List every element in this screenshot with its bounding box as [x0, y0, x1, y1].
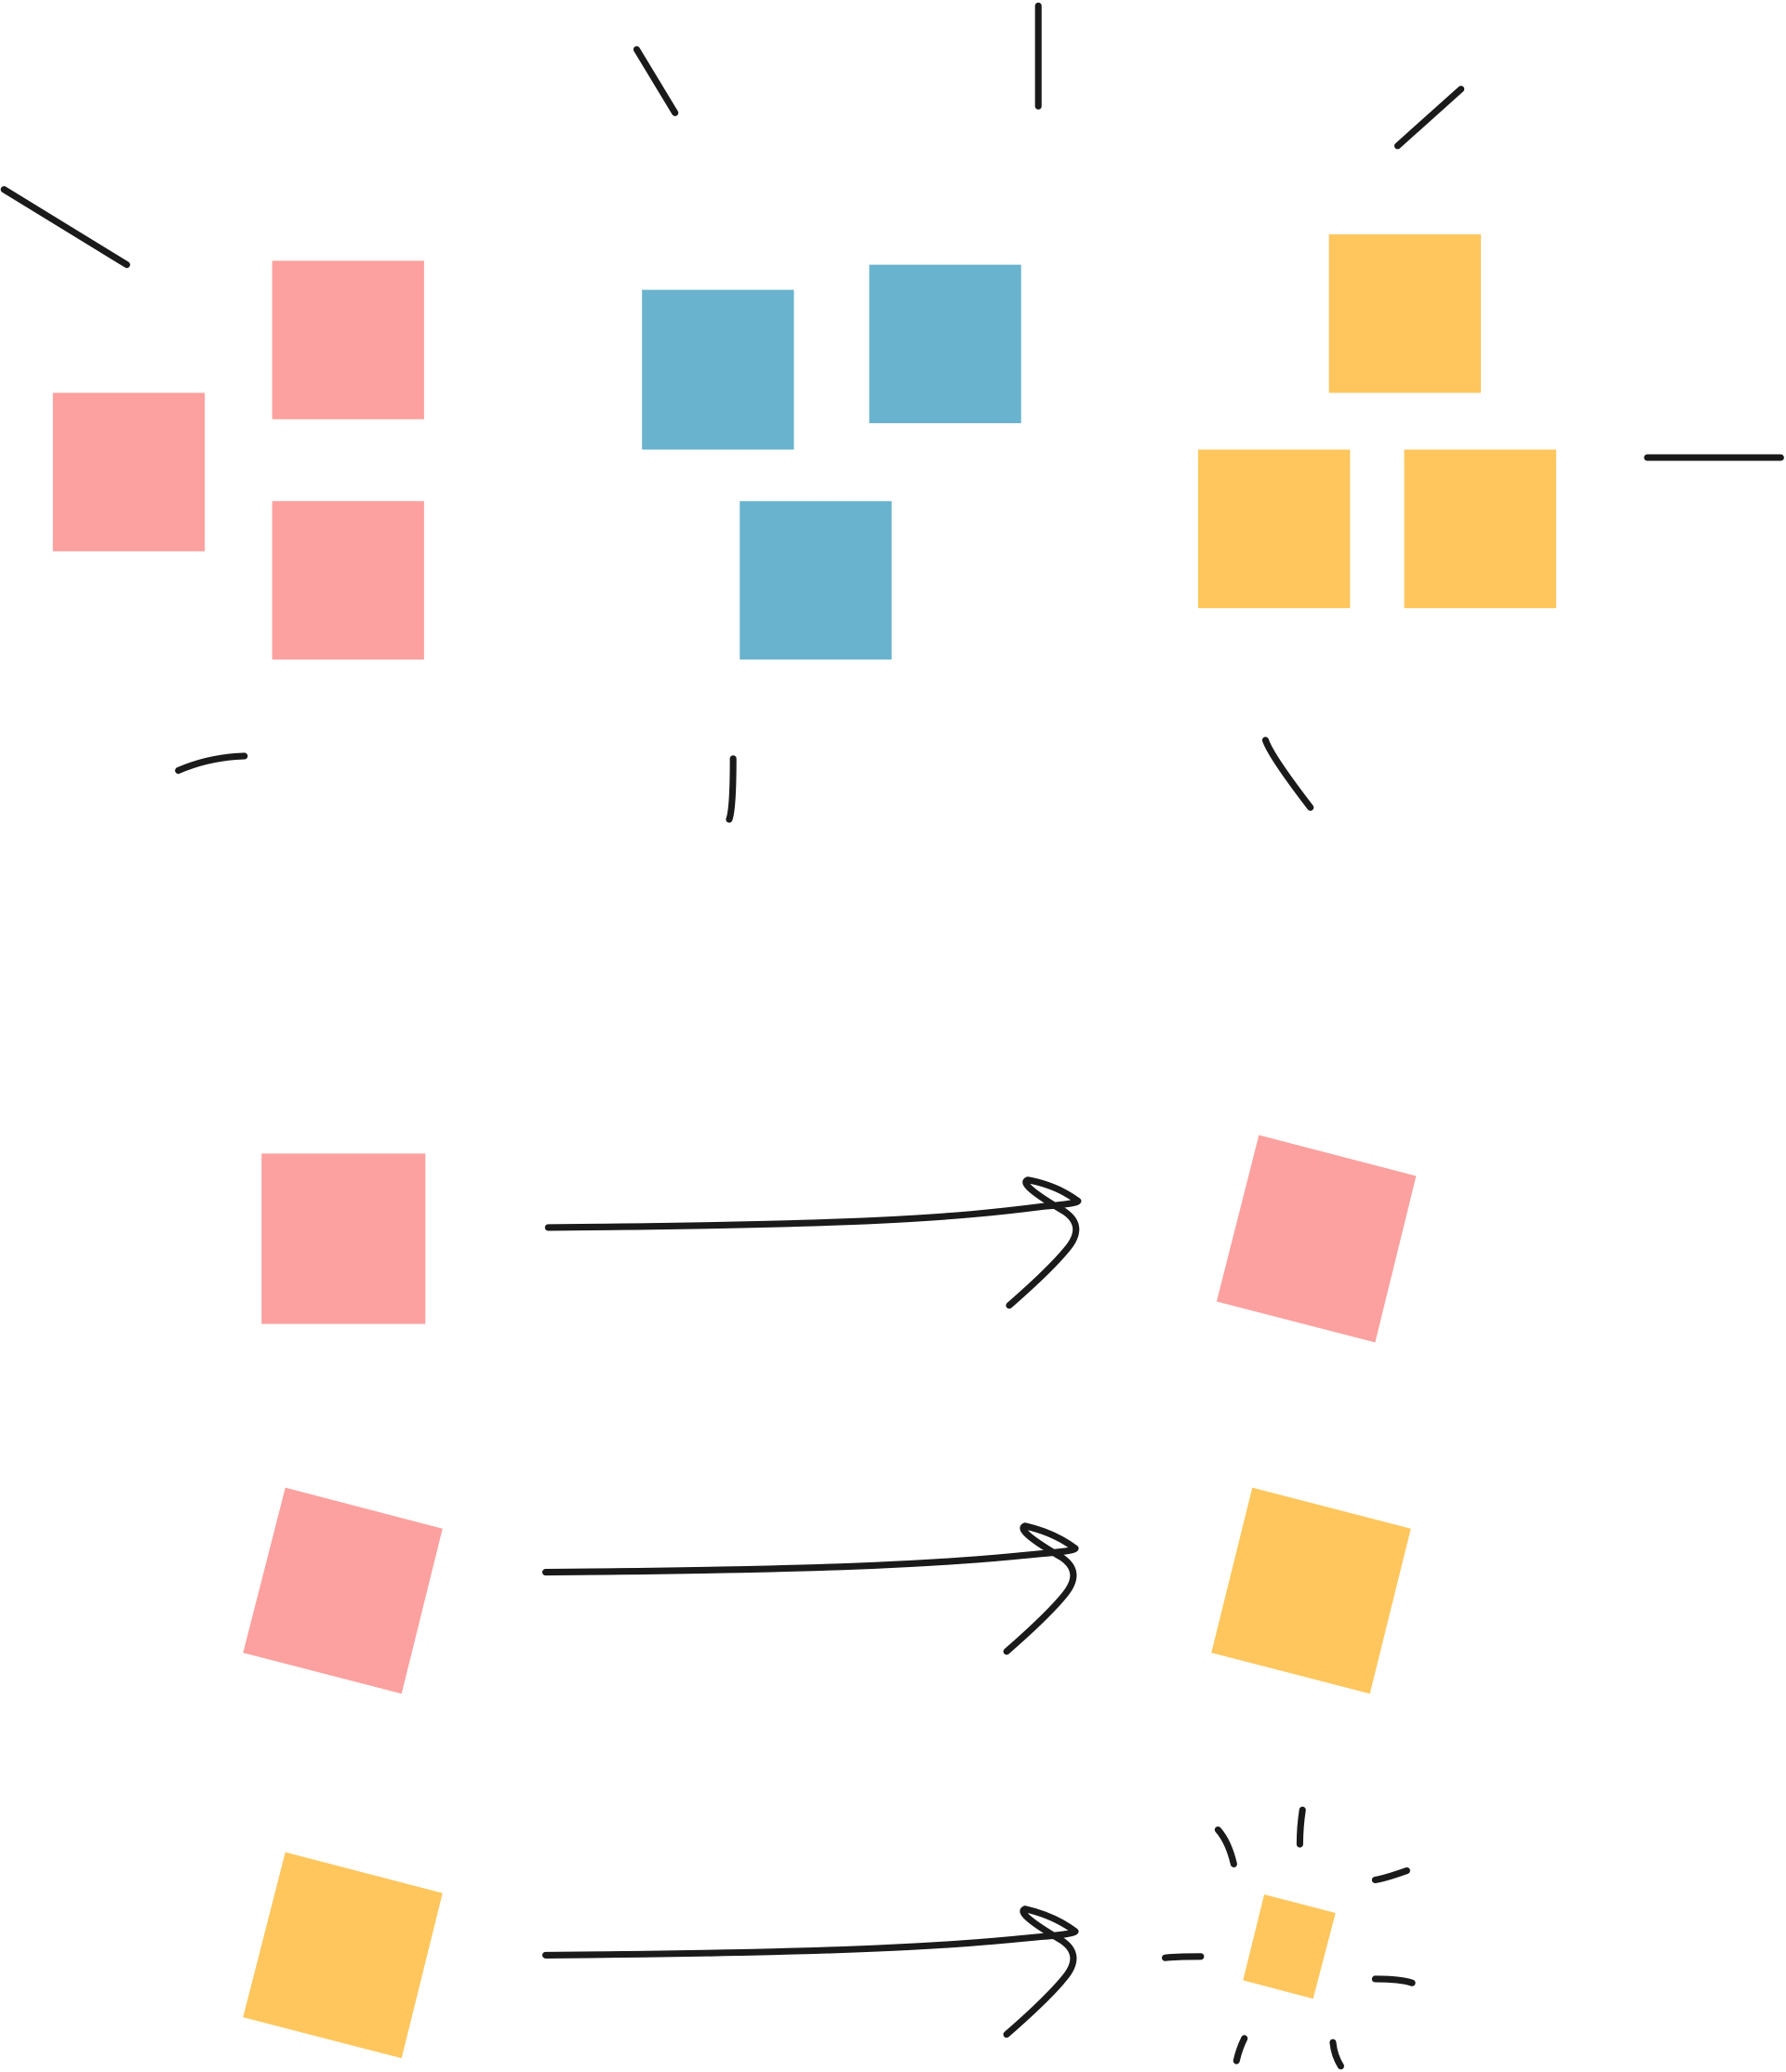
sticky-note[interactable] [642, 289, 794, 450]
sticky-note[interactable] [1404, 449, 1556, 608]
stroke-line [1233, 2035, 1248, 2065]
sparkle-strokes [1161, 1806, 1416, 2070]
sticky-note-rotated[interactable] [243, 1852, 443, 2059]
transformation-row-3 [243, 1806, 1416, 2070]
stroke-line [1371, 1866, 1410, 1884]
stroke-line [1329, 2039, 1344, 2070]
stroke-line [633, 46, 679, 116]
blue-cluster [642, 264, 1021, 660]
sticky-note-small[interactable] [1243, 1894, 1336, 1999]
sticky-note-rotated[interactable] [243, 1487, 443, 1694]
sticky-note-rotated[interactable] [1216, 1135, 1417, 1343]
stroke-line [1296, 1806, 1306, 1848]
stroke-line [1214, 1826, 1237, 1867]
stroke-line [0, 186, 130, 269]
stroke-line [1161, 1953, 1205, 1961]
stroke-line [1261, 737, 1314, 811]
pink-cluster [52, 260, 424, 660]
sticky-note[interactable] [740, 500, 892, 660]
sticky-note[interactable] [272, 500, 424, 660]
yellow-cluster [1198, 233, 1556, 608]
arrow-icon [544, 1176, 1082, 1309]
transformation-row-2 [243, 1487, 1411, 1694]
transformation-row-1 [261, 1135, 1417, 1343]
sticky-note-rotated[interactable] [1211, 1487, 1411, 1694]
sticky-note[interactable] [869, 264, 1021, 424]
arrow-icon [541, 1522, 1079, 1655]
sticky-note[interactable] [272, 260, 424, 419]
sticky-note[interactable] [1198, 449, 1351, 608]
stroke-line [1371, 1975, 1416, 1986]
sticky-note[interactable] [261, 1153, 426, 1324]
stroke-line [726, 755, 737, 823]
stroke-line [175, 752, 248, 775]
stroke-line [1393, 86, 1465, 150]
sticky-note[interactable] [1328, 233, 1481, 393]
arrow-icon [541, 1906, 1079, 2039]
emphasis-strokes [0, 2, 1784, 823]
sticky-note[interactable] [52, 392, 206, 551]
